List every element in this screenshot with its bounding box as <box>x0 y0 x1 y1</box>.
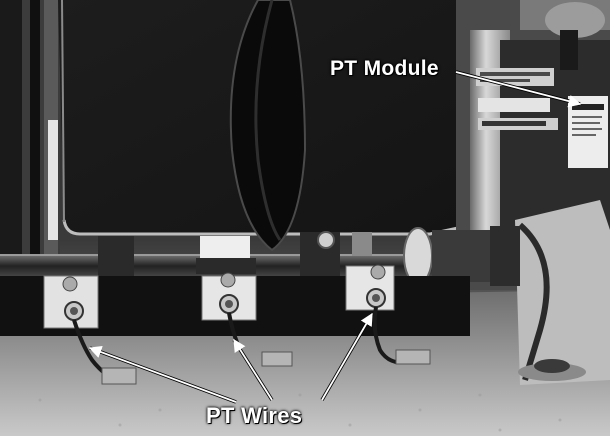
pt-module-arrow <box>455 70 582 108</box>
terminal-block-1 <box>43 275 99 329</box>
pt-wires-label: PT Wires <box>206 403 303 428</box>
pt-wires-arrow-1 <box>88 346 237 404</box>
terminal-block-3 <box>345 264 395 311</box>
terminal-block-2 <box>201 272 257 321</box>
pt-module-label: PT Module <box>330 57 439 80</box>
pt-wires-arrow-3 <box>320 312 374 401</box>
pt-wires-arrow-2 <box>232 338 274 401</box>
